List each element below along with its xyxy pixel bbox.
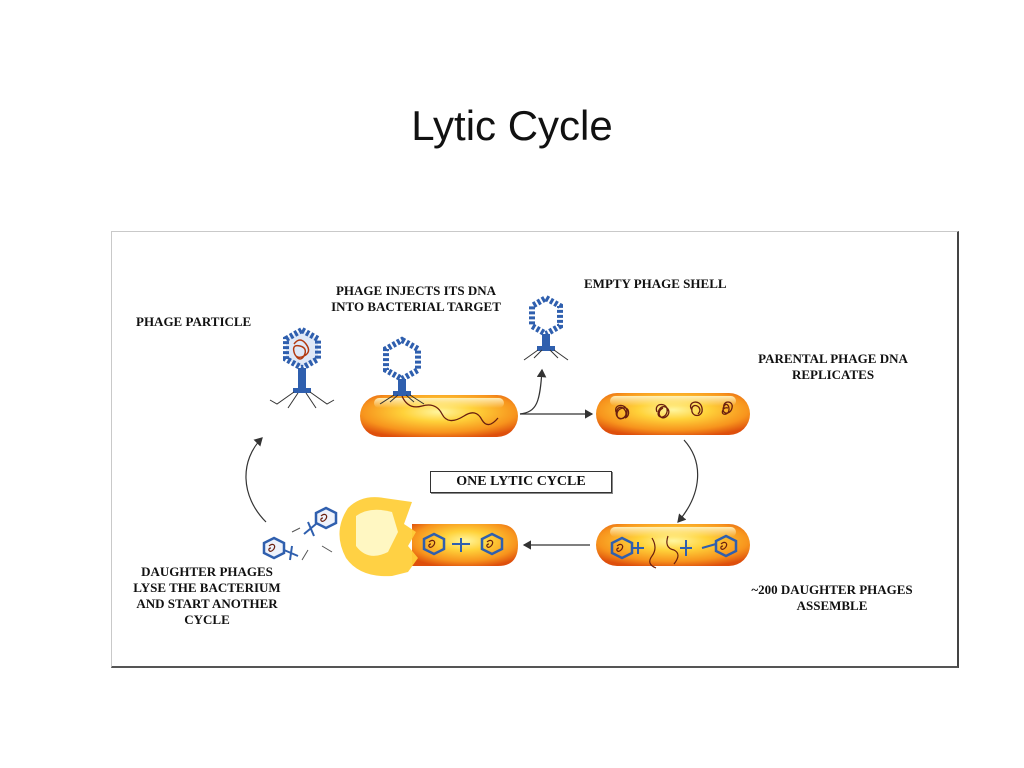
slide-title: Lytic Cycle	[411, 102, 613, 149]
released-daughter-phages-icon	[262, 506, 338, 561]
one-lytic-cycle-box: ONE LYTIC CYCLE	[430, 471, 612, 493]
arrow-to-shell	[519, 368, 547, 415]
label-phage-particle: PHAGE PARTICLE	[136, 314, 252, 329]
label-daughter-lyse: DAUGHTER PHAGES LYSE THE BACTERIUM AND S…	[133, 564, 281, 627]
empty-phage-shell-icon	[523, 294, 569, 361]
arrow-to-new-cycle	[245, 437, 267, 523]
label-phage-injects: PHAGE INJECTS ITS DNA INTO BACTERIAL TAR…	[331, 283, 501, 314]
bacterium-injection	[360, 336, 518, 437]
diagram-artwork	[245, 294, 750, 577]
bacterium-phage-assembly	[596, 524, 750, 569]
label-empty-shell: EMPTY PHAGE SHELL	[584, 276, 727, 291]
label-daughter-assemble: ~200 DAUGHTER PHAGES ASSEMBLE	[751, 582, 913, 613]
bacterium-lysing	[339, 497, 518, 577]
phage-particle-icon	[269, 326, 335, 409]
bacterium-dna-replicating	[596, 393, 750, 435]
arrow-to-assembly	[677, 439, 699, 523]
label-parental-dna: PARENTAL PHAGE DNA REPLICATES	[758, 351, 908, 382]
lytic-cycle-diagram: PHAGE PARTICLE PHAGE INJECTS ITS DNA INT…	[111, 231, 959, 668]
